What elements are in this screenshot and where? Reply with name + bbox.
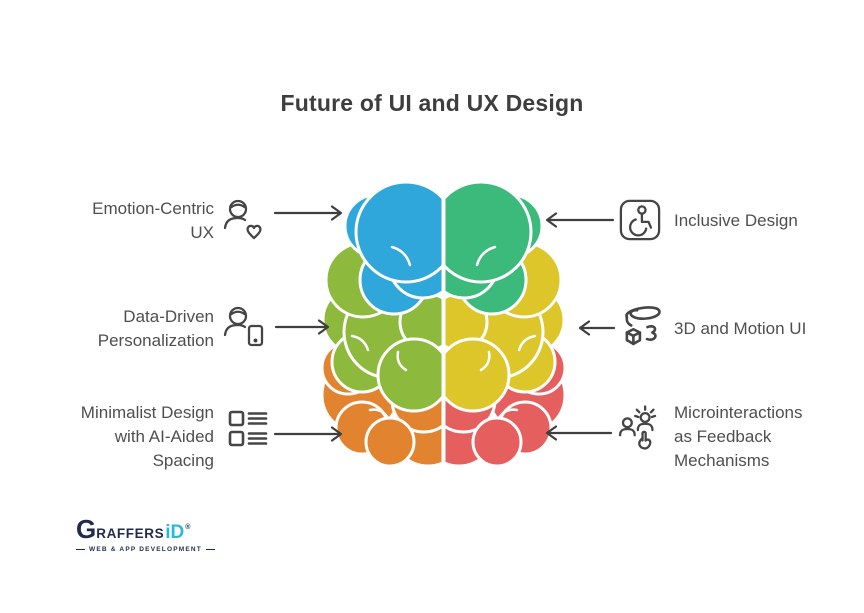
feature-label-line: Personalization bbox=[97, 331, 214, 350]
registered-trademark-symbol: ® bbox=[185, 524, 191, 531]
feature-label-line: Inclusive Design bbox=[674, 211, 798, 230]
feature-label-line: Spacing bbox=[152, 451, 214, 470]
brain-lobe-green bbox=[445, 180, 544, 316]
brain-sulci-right bbox=[475, 245, 537, 420]
feature-minimalist-design: Minimalist Design with AI-Aided Spacing bbox=[30, 401, 214, 473]
brain-sulci-left bbox=[350, 245, 412, 420]
accessibility-icon bbox=[619, 199, 661, 241]
feature-microinteractions: Microinteractions as Feedback Mechanisms bbox=[674, 401, 859, 473]
feature-label-line: Data-Driven bbox=[123, 307, 214, 326]
feature-label-line: Minimalist Design bbox=[80, 403, 214, 422]
feature-label-line: 3D and Motion UI bbox=[674, 319, 807, 338]
arrow-right-icon bbox=[273, 203, 349, 223]
feature-emotion-centric-ux: Emotion-Centric UX bbox=[30, 197, 214, 245]
logo-text-raffers: RAFFERS bbox=[96, 526, 165, 541]
feature-3d-motion-ui: 3D and Motion UI bbox=[674, 317, 859, 341]
logo-letter-g: G bbox=[76, 514, 97, 544]
people-tap-icon bbox=[618, 405, 666, 453]
brain-left-hemisphere bbox=[320, 180, 442, 468]
arrow-left-icon bbox=[539, 210, 615, 230]
arrow-right-icon bbox=[274, 317, 336, 337]
arrow-right-icon bbox=[273, 424, 349, 444]
arrow-left-icon bbox=[572, 318, 615, 338]
feature-label-line: as Feedback bbox=[674, 427, 772, 446]
layout-list-icon bbox=[228, 408, 268, 450]
person-heart-icon bbox=[221, 196, 267, 244]
brain-illustration bbox=[320, 180, 567, 468]
person-phone-icon bbox=[221, 303, 267, 351]
logo-text-id: iD bbox=[165, 522, 185, 543]
feature-label-line: Emotion-Centric bbox=[92, 199, 214, 218]
feature-label-line: with AI-Aided bbox=[114, 427, 214, 446]
brain-right-hemisphere bbox=[445, 180, 567, 468]
brain-lobe-blue bbox=[343, 180, 442, 316]
page-title: Future of UI and UX Design bbox=[280, 90, 584, 116]
feature-inclusive-design: Inclusive Design bbox=[674, 209, 859, 233]
feature-label-line: Microinteractions bbox=[674, 403, 803, 422]
arrow-left-icon bbox=[539, 423, 613, 443]
feature-label-line: Mechanisms bbox=[674, 451, 770, 470]
logo-tagline: WEB & APP DEVELOPMENT bbox=[76, 546, 215, 553]
feature-label-line: UX bbox=[190, 223, 214, 242]
3d-rotation-icon bbox=[616, 301, 666, 351]
feature-data-driven-personalization: Data-Driven Personalization bbox=[30, 305, 214, 353]
